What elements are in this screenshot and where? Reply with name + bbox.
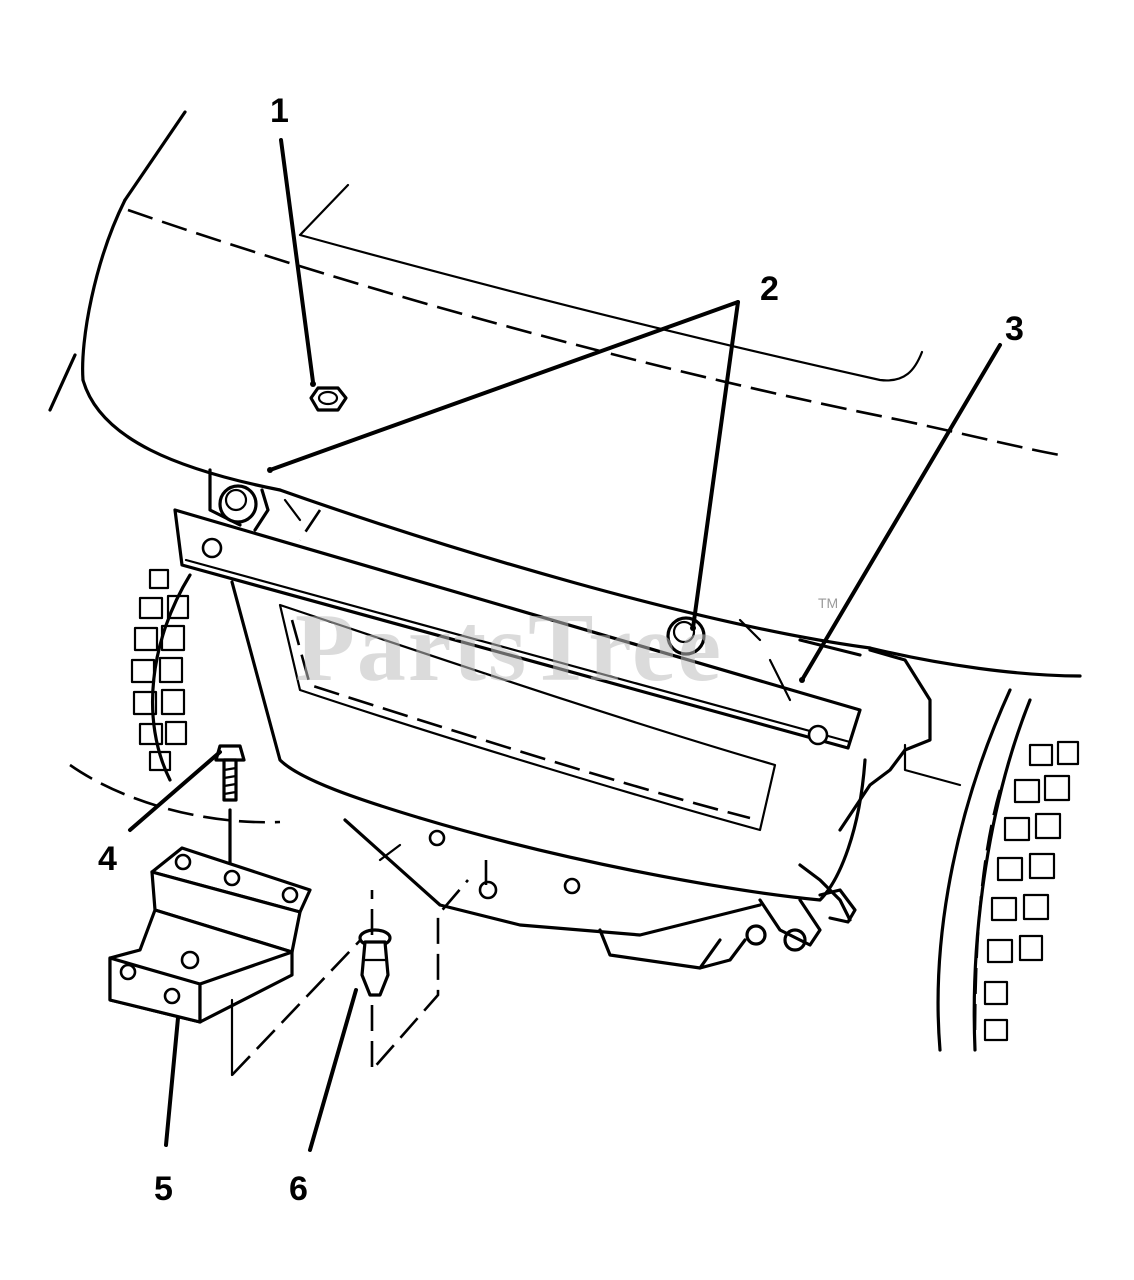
frame-panel <box>208 468 962 970</box>
callout-5: 5 <box>154 1170 173 1208</box>
callout-1: 1 <box>270 92 289 130</box>
part-6-push-pin <box>358 860 488 1074</box>
callout-2: 2 <box>760 270 779 308</box>
part-2-bolts <box>218 484 706 656</box>
part-1-nut <box>309 386 348 412</box>
part-5-bracket <box>108 846 371 1077</box>
callout-3: 3 <box>1005 310 1024 348</box>
hood <box>48 110 1082 824</box>
watermark-trademark: TM <box>818 595 838 611</box>
leader-lines <box>128 138 1002 1152</box>
watermark-text: PartsTree <box>295 594 723 702</box>
callout-6: 6 <box>289 1170 308 1208</box>
part-3-support-bar <box>173 508 862 750</box>
right-tire <box>936 688 1080 1052</box>
bolt-left <box>218 484 258 524</box>
left-tire <box>130 568 192 782</box>
callout-4: 4 <box>98 840 117 878</box>
part-4-bolt <box>214 744 246 872</box>
